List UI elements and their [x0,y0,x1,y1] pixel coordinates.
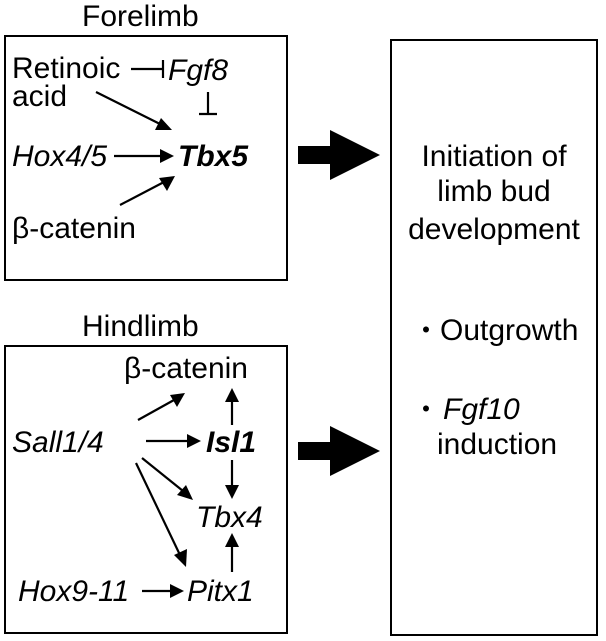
hindlimb-sall14-label: Sall1/4 [12,426,104,459]
outcome-line-3: development [408,213,580,246]
forelimb-acid-label: acid [12,80,67,113]
outgrowth-bullet: ・ [412,315,440,346]
hox911-to-pitx1-arrow [142,584,184,598]
outcome-line-2: limb bud [437,175,550,208]
isl1-to-tbx4-arrow [225,460,239,499]
hindlimb-hox911-label: Hox9-11 [18,575,129,608]
outcome-box [390,39,598,636]
sall14-to-bcatenin-arrow [137,393,185,421]
hindlimb-isl1-label: Isl1 [206,426,256,459]
outcome-line-1: Initiation of [421,140,567,173]
fgf10-bullet: ・ [412,394,440,425]
isl1-to-bcatenin-arrow [225,388,239,425]
forelimb-retinoic-label: Retinoic [12,52,120,85]
pitx1-to-tbx4-arrow [225,533,239,572]
hindlimb-tbx4-label: Tbx4 [196,501,263,534]
hox45-to-tbx5-arrow [114,149,174,163]
outcome-induction: induction [437,428,557,461]
forelimb-hox45-label: Hox4/5 [12,140,107,173]
forelimb-output-arrow [298,130,380,180]
forelimb-bcatenin-label: β-catenin [12,212,136,245]
hindlimb-output-arrow [298,426,380,476]
forelimb-box [4,35,288,281]
hindlimb-bcatenin-label: β-catenin [124,352,248,385]
outcome-fgf10: Fgf10 [443,393,520,426]
hindlimb-title: Hindlimb [82,310,199,343]
retinoic-inhibits-fgf8-edge [131,60,165,78]
forelimb-title: Forelimb [82,0,199,33]
sall14-to-pitx1-arrow [135,462,187,567]
sall14-to-tbx4-arrow [141,457,193,500]
outcome-outgrowth: Outgrowth [440,314,578,347]
forelimb-tbx5-label: Tbx5 [178,140,249,173]
fgf8-inhibits-tbx5-edge [199,92,217,116]
bcatenin-to-tbx5-arrow [119,176,175,206]
hindlimb-box [4,345,288,634]
sall14-to-isl1-arrow [146,434,201,448]
retinoic-to-tbx5-arrow [95,91,172,130]
hindlimb-pitx1-label: Pitx1 [187,575,254,608]
forelimb-fgf8-label: Fgf8 [168,54,228,87]
